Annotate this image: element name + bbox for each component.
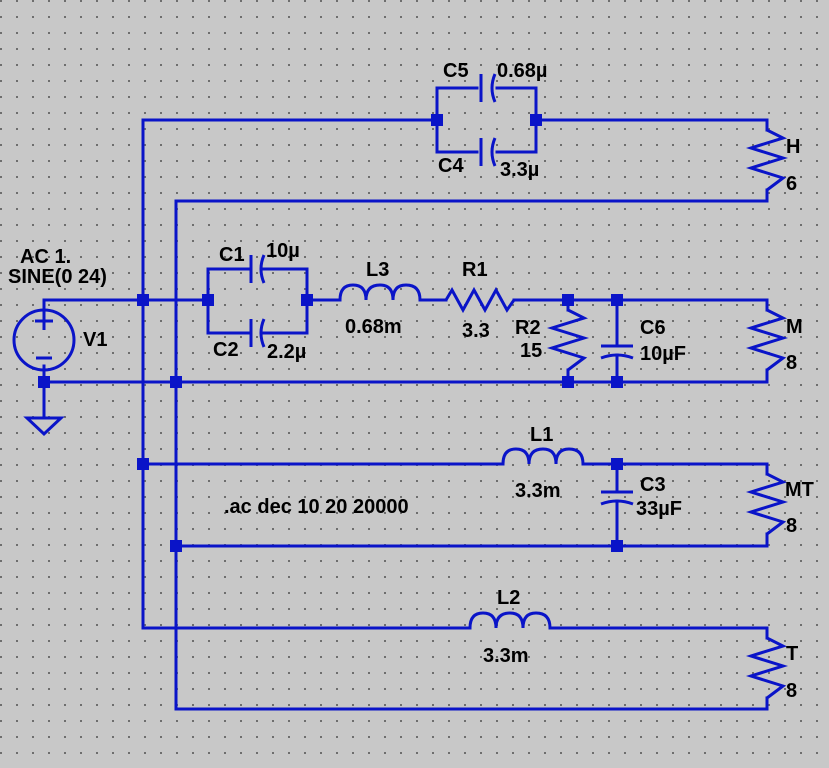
load-resistor-h[interactable] xyxy=(745,128,789,192)
junction xyxy=(38,376,50,388)
junction xyxy=(137,458,149,470)
load-resistor-t[interactable] xyxy=(745,636,789,700)
r1-value-label: 3.3 xyxy=(462,320,490,342)
capacitor-c1[interactable] xyxy=(249,254,266,284)
r2-name-label: R2 xyxy=(515,317,541,339)
junction xyxy=(611,458,623,470)
load-t-name-label: T xyxy=(786,643,798,665)
source-name-label: V1 xyxy=(83,329,107,351)
c4-value-label: 3.3µ xyxy=(500,159,539,181)
c2-value-label: 2.2µ xyxy=(267,341,306,363)
inductor-l3[interactable] xyxy=(338,283,422,301)
junction xyxy=(562,376,574,388)
load-m-name-label: M xyxy=(786,316,803,338)
wire-return-bus xyxy=(174,199,769,711)
inductor-l2[interactable] xyxy=(468,611,552,629)
junction xyxy=(170,376,182,388)
l2-name-label: L2 xyxy=(497,587,520,609)
load-h-value-label: 6 xyxy=(786,173,797,195)
c6-value-label: 10µF xyxy=(640,343,686,365)
c4-name-label: C4 xyxy=(438,155,464,177)
c3-value-label: 33µF xyxy=(636,498,682,520)
l1-name-label: L1 xyxy=(530,424,553,446)
c6-name-label: C6 xyxy=(640,317,666,339)
load-mt-value-label: 8 xyxy=(786,515,797,537)
junction xyxy=(431,114,443,126)
inductor-l1[interactable] xyxy=(501,447,585,465)
spice-directive[interactable]: .ac dec 10 20 20000 xyxy=(224,496,409,518)
load-h-name-label: H xyxy=(786,136,800,158)
junction xyxy=(611,540,623,552)
junction xyxy=(611,376,623,388)
junction xyxy=(301,294,313,306)
junction xyxy=(137,294,149,306)
load-mt-name-label: MT xyxy=(785,479,814,501)
c2-name-label: C2 xyxy=(213,339,239,361)
capacitor-c2[interactable] xyxy=(249,318,266,348)
resistor-r2[interactable] xyxy=(546,308,590,372)
load-resistor-mt[interactable] xyxy=(745,472,789,536)
r1-name-label: R1 xyxy=(462,259,488,281)
voltage-source-v1[interactable] xyxy=(12,308,76,372)
c1-value-label: 10µ xyxy=(266,240,300,262)
l3-value-label: 0.68m xyxy=(345,316,402,338)
junction xyxy=(202,294,214,306)
labels: AC 1. SINE(0 24) V1 C5 0.68µ C4 3.3µ C1 … xyxy=(8,60,814,702)
load-m-value-label: 8 xyxy=(786,352,797,374)
junction xyxy=(562,294,574,306)
capacitor-c4[interactable] xyxy=(479,137,497,167)
capacitor-c6[interactable] xyxy=(600,344,634,360)
junction xyxy=(170,540,182,552)
c5-name-label: C5 xyxy=(443,60,469,82)
c1-name-label: C1 xyxy=(219,244,245,266)
l1-value-label: 3.3m xyxy=(515,480,561,502)
load-resistor-m[interactable] xyxy=(745,308,789,372)
load-t-value-label: 8 xyxy=(786,680,797,702)
l3-name-label: L3 xyxy=(366,259,389,281)
capacitor-c3[interactable] xyxy=(600,490,634,506)
c5-value-label: 0.68µ xyxy=(497,60,547,82)
junction-dots xyxy=(38,114,623,552)
resistor-r1[interactable] xyxy=(444,286,516,314)
source-ac-label: AC 1. xyxy=(20,246,71,268)
junction xyxy=(611,294,623,306)
l2-value-label: 3.3m xyxy=(483,645,529,667)
c3-name-label: C3 xyxy=(640,474,666,496)
junction xyxy=(530,114,542,126)
source-sine-label: SINE(0 24) xyxy=(8,266,107,288)
r2-value-label: 15 xyxy=(520,340,542,362)
capacitor-c5[interactable] xyxy=(479,73,497,103)
ground-symbol xyxy=(23,416,65,437)
